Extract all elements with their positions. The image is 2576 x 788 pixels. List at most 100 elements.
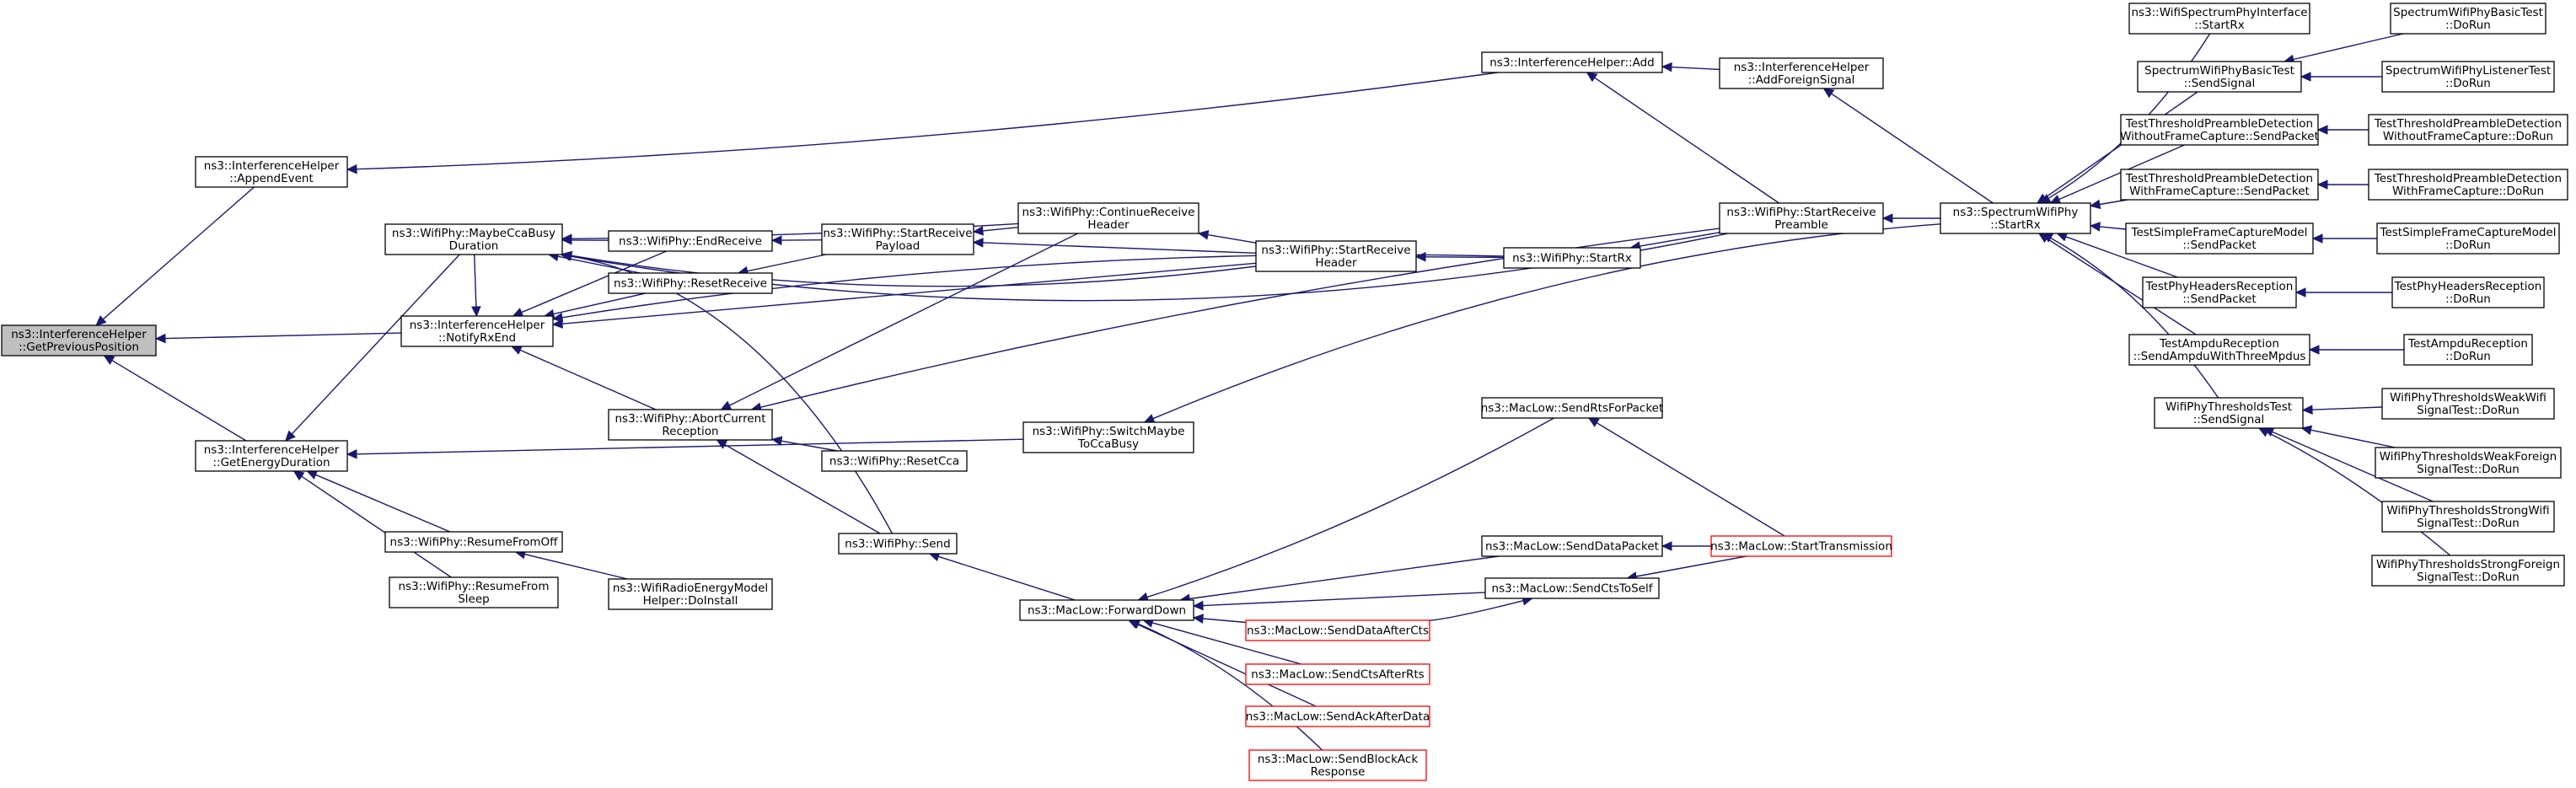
function-node-sendackafterdata[interactable]: ns3::MacLow::SendAckAfterData bbox=[1245, 705, 1430, 727]
edge-line bbox=[519, 349, 657, 410]
node-box bbox=[384, 531, 563, 553]
node-box bbox=[1481, 51, 1663, 73]
function-node-basicsend[interactable]: SpectrumWifiPhyBasicTest::SendSignal bbox=[2137, 61, 2302, 93]
arrowhead-icon bbox=[510, 346, 523, 355]
function-node-wsphyiface[interactable]: ns3::WifiSpectrumPhyInterface::StartRx bbox=[2128, 3, 2310, 35]
node-box bbox=[2154, 397, 2304, 429]
node-label-line: ns3::WifiPhy::ResumeFromOff bbox=[390, 536, 559, 549]
node-box bbox=[1, 324, 157, 356]
arrowhead-icon bbox=[103, 355, 115, 365]
arrowhead-icon bbox=[770, 436, 783, 446]
function-node-weakforeign[interactable]: WifiPhyThresholdsWeakForeignSignalTest::… bbox=[2375, 447, 2562, 479]
function-node-weakwifi[interactable]: WifiPhyThresholdsWeakWifiSignalTest::DoR… bbox=[2381, 388, 2555, 420]
function-node-energy[interactable]: ns3::InterferenceHelper::GetEnergyDurati… bbox=[195, 440, 348, 472]
call-edge-sendrtsforpacket-to-forwarddown bbox=[1137, 417, 1554, 602]
node-box bbox=[2403, 334, 2533, 366]
node-box bbox=[608, 230, 773, 252]
node-box bbox=[2142, 276, 2297, 308]
node-label-line: WifiPhyThresholdsWeakWifi bbox=[2390, 391, 2546, 405]
function-node-senddatapacket[interactable]: ns3::MacLow::SendDataPacket bbox=[1481, 535, 1663, 557]
edge-line bbox=[2311, 406, 2383, 410]
node-label-line: TestAmpduReception bbox=[2159, 337, 2279, 351]
function-node-ampdu[interactable]: TestAmpduReception::SendAmpduWithThreeMp… bbox=[2128, 334, 2310, 366]
node-label-line: ns3::WifiPhy::StartReceive bbox=[1726, 206, 1876, 219]
function-node-simpledorun[interactable]: TestSimpleFrameCaptureModel::DoRun bbox=[2376, 222, 2560, 255]
node-box bbox=[1245, 663, 1430, 685]
edge-line bbox=[1136, 623, 1317, 707]
node-box bbox=[2376, 222, 2560, 255]
function-node-hdrreception[interactable]: TestPhyHeadersReception::SendPacket bbox=[2142, 276, 2297, 308]
node-label-line: ns3::InterferenceHelper bbox=[1734, 61, 1870, 74]
function-node-strongforeign[interactable]: WifiPhyThresholdsStrongForeignSignalTest… bbox=[2371, 555, 2565, 587]
node-label-line: ns3::MacLow::SendDataAfterCts bbox=[1247, 625, 1429, 638]
function-node-send[interactable]: ns3::WifiPhy::Send bbox=[838, 533, 958, 555]
function-node-append[interactable]: ns3::InterferenceHelper::AppendEvent bbox=[195, 156, 348, 188]
call-edge-resumefromoff-to-energy bbox=[306, 470, 451, 533]
node-label-line: TestPhyHeadersReception bbox=[2145, 280, 2294, 293]
node-box bbox=[2368, 169, 2568, 201]
function-node-listenerdorun[interactable]: SpectrumWifiPhyListenerTest::DoRun bbox=[2381, 61, 2555, 93]
function-node-preamblewith[interactable]: TestThresholdPreambleDetectionWithFrameC… bbox=[2120, 169, 2319, 201]
function-node-startrx[interactable]: ns3::WifiPhy::StartRx bbox=[1503, 247, 1641, 269]
edge-line bbox=[1594, 77, 1779, 204]
node-box bbox=[1245, 619, 1430, 641]
node-label-line: TestAmpduReception bbox=[2407, 337, 2528, 351]
edge-line bbox=[747, 254, 826, 272]
function-node-senddataaftercts[interactable]: ns3::MacLow::SendDataAfterCts bbox=[1245, 619, 1430, 641]
function-node-resetcca[interactable]: ns3::WifiPhy::ResetCca bbox=[821, 450, 968, 472]
edge-line bbox=[724, 443, 881, 534]
function-node-root[interactable]: ns3::InterferenceHelper::GetPreviousPosi… bbox=[1, 324, 157, 356]
function-node-ihadd[interactable]: ns3::InterferenceHelper::Add bbox=[1481, 51, 1663, 73]
edge-line bbox=[2310, 429, 2396, 448]
function-node-hdrdorun[interactable]: TestPhyHeadersReception::DoRun bbox=[2391, 276, 2545, 308]
function-node-starttransmission[interactable]: ns3::MacLow::StartTransmission bbox=[1710, 535, 1892, 557]
node-box bbox=[1017, 202, 1199, 234]
function-node-sendrtsforpacket[interactable]: ns3::MacLow::SendRtsForPacket bbox=[1481, 397, 1664, 419]
function-node-radioenergy[interactable]: ns3::WifiRadioEnergyModelHelper::DoInsta… bbox=[608, 578, 773, 610]
node-label-line: ::GetPreviousPosition bbox=[19, 340, 139, 354]
function-node-forwarddown[interactable]: ns3::MacLow::ForwardDown bbox=[1019, 599, 1194, 621]
function-node-addforeign[interactable]: ns3::InterferenceHelper::AddForeignSigna… bbox=[1719, 57, 1884, 89]
edge-line bbox=[570, 255, 894, 534]
function-node-notify[interactable]: ns3::InterferenceHelper::NotifyRxEnd bbox=[400, 315, 554, 347]
arrowhead-icon bbox=[2300, 425, 2313, 435]
function-node-endreceive[interactable]: ns3::WifiPhy::EndReceive bbox=[608, 230, 773, 252]
call-edge-switchcca-to-energy bbox=[346, 438, 1024, 459]
arrowhead-icon bbox=[1661, 541, 1672, 551]
edge-line bbox=[1202, 592, 1486, 607]
function-node-sendctsafterrts[interactable]: ns3::MacLow::SendCtsAfterRts bbox=[1245, 663, 1430, 685]
function-node-thresholds[interactable]: WifiPhyThresholdsTest::SendSignal bbox=[2154, 397, 2304, 429]
function-node-withdorun[interactable]: TestThresholdPreambleDetectionWithFrameC… bbox=[2368, 169, 2568, 201]
function-node-strongwifi[interactable]: WifiPhyThresholdsStrongWifiSignalTest::D… bbox=[2381, 501, 2555, 533]
node-label-line: Response bbox=[1311, 765, 1366, 779]
node-label-line: SignalTest::DoRun bbox=[2417, 517, 2520, 530]
edge-line bbox=[1425, 256, 1505, 259]
node-box bbox=[1481, 535, 1663, 557]
function-node-simplecapture[interactable]: TestSimpleFrameCaptureModel::SendPacket bbox=[2125, 222, 2314, 255]
function-node-basicdorun[interactable]: SpectrumWifiPhyBasicTest::DoRun bbox=[2390, 3, 2546, 35]
node-label-line: WithoutFrameCapture::DoRun bbox=[2383, 130, 2553, 143]
function-node-spectrumstartrx[interactable]: ns3::SpectrumWifiPhy::StartRx bbox=[1940, 202, 2091, 234]
node-box bbox=[1719, 202, 1884, 234]
function-node-ampdudorun[interactable]: TestAmpduReception::DoRun bbox=[2403, 334, 2533, 366]
edge-line bbox=[2099, 199, 2128, 206]
node-box bbox=[2120, 169, 2319, 201]
function-node-preamblewithout[interactable]: TestThresholdPreambleDetectionWithoutFra… bbox=[2120, 114, 2319, 146]
function-node-withoutdorun[interactable]: TestThresholdPreambleDetectionWithoutFra… bbox=[2368, 114, 2568, 146]
call-edge-continuehdr-to-startpayload bbox=[972, 226, 1019, 236]
node-label-line: WifiPhyThresholdsWeakForeign bbox=[2380, 450, 2557, 464]
function-node-resumefromoff[interactable]: ns3::WifiPhy::ResumeFromOff bbox=[384, 531, 563, 553]
function-node-resetreceive[interactable]: ns3::WifiPhy::ResetReceive bbox=[608, 272, 773, 294]
function-node-sendctstoself[interactable]: ns3::MacLow::SendCtsToSelf bbox=[1484, 577, 1660, 599]
node-label-line: ::DoRun bbox=[2445, 19, 2491, 32]
